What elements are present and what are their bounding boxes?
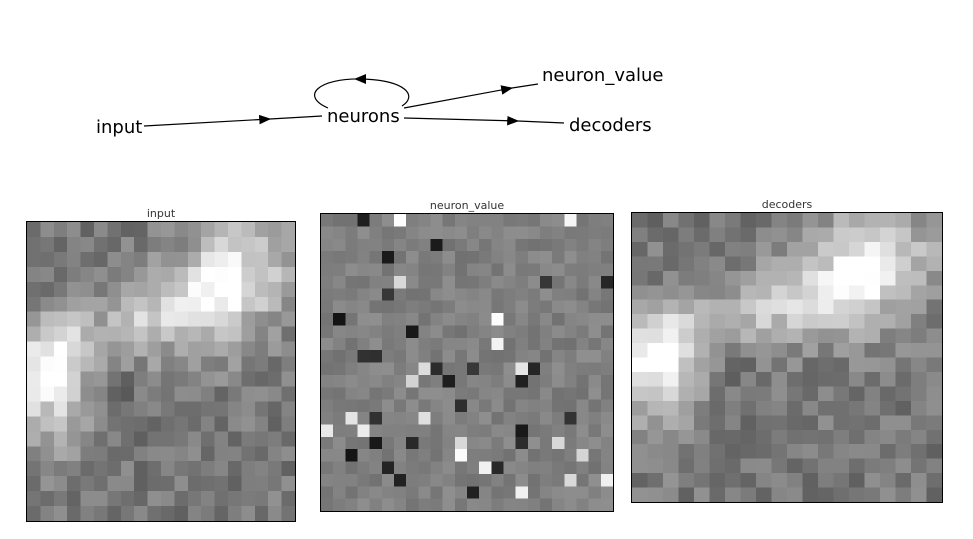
input-panel: input bbox=[26, 207, 296, 522]
input-heatmap bbox=[27, 222, 295, 521]
decoders-heatmap bbox=[632, 213, 942, 502]
network-diagram: input neurons neuron_value decoders bbox=[96, 65, 663, 138]
edge-input-neurons bbox=[143, 114, 272, 127]
decoders-panel: decoders bbox=[631, 198, 943, 503]
node-neuron-value: neuron_value bbox=[542, 65, 663, 86]
edge-neurons-neurons-tail bbox=[269, 115, 323, 120]
edge-neurons-recurrent-loop bbox=[314, 78, 410, 109]
edge-decoders-tail bbox=[517, 120, 565, 124]
node-decoders: decoders bbox=[569, 115, 652, 136]
loop-arrowhead bbox=[354, 74, 366, 84]
decoders-panel-title: decoders bbox=[761, 198, 813, 211]
neuron-value-panel: neuron_value bbox=[320, 199, 614, 512]
neuron-value-heatmap bbox=[321, 214, 613, 511]
node-input: input bbox=[96, 117, 142, 138]
neuron-value-panel-title: neuron_value bbox=[429, 199, 505, 212]
edge-neurons-decoders bbox=[403, 115, 520, 126]
node-neurons: neurons bbox=[327, 106, 400, 127]
decoders-image-frame bbox=[631, 212, 943, 503]
input-image-frame bbox=[26, 221, 296, 522]
edge-neurons-neuron-value bbox=[403, 85, 514, 109]
neuron-value-image-frame bbox=[320, 213, 614, 512]
edge-neuron-value-tail bbox=[511, 83, 539, 89]
input-panel-title: input bbox=[146, 207, 176, 220]
